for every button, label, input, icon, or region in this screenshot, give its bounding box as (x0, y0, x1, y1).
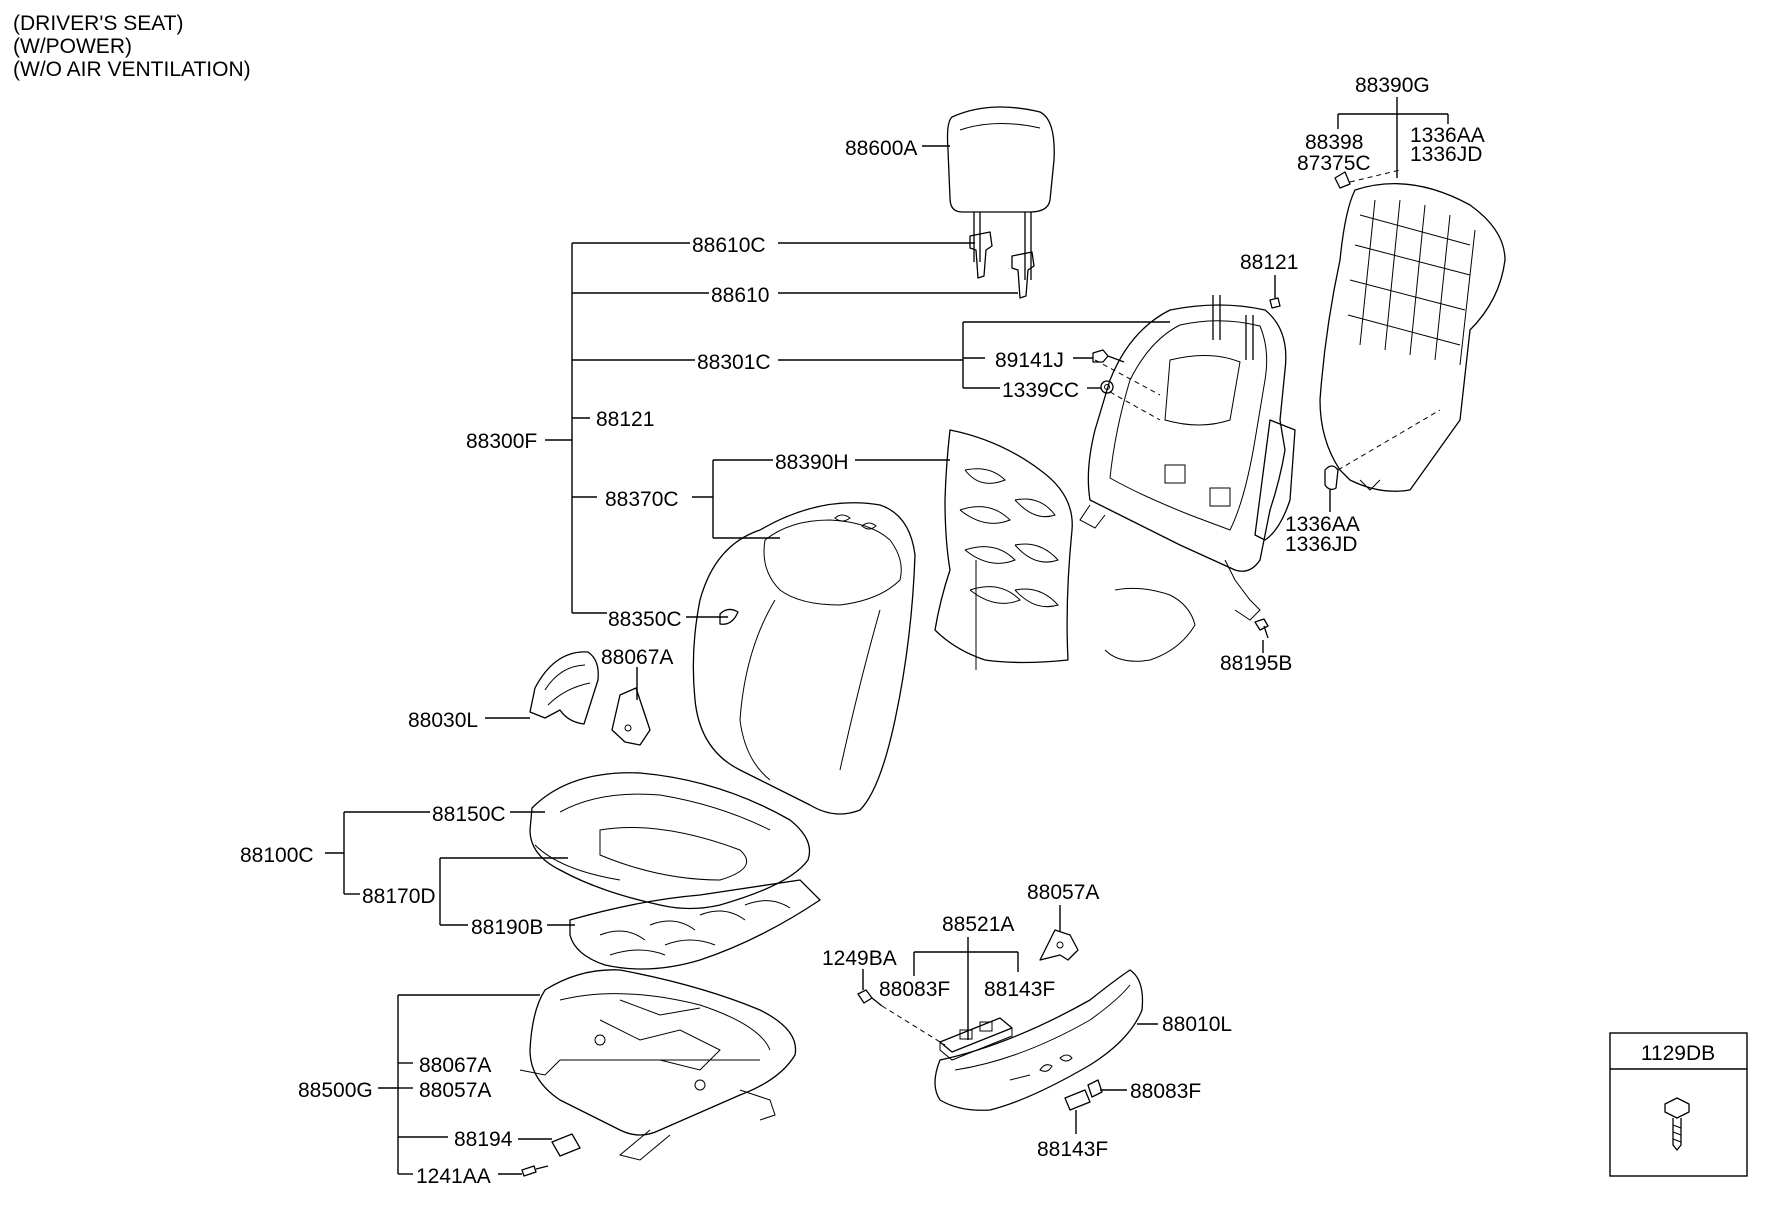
callout-88500G: 88500G (298, 1079, 373, 1102)
leader-lines (325, 97, 1449, 1175)
callout-88150C: 88150C (432, 803, 506, 826)
callout-1336AA-upper: 1336AA (1410, 124, 1485, 147)
header-note-drivers-seat: (DRIVER'S SEAT) (13, 12, 183, 35)
callout-88390G: 88390G (1355, 74, 1430, 97)
seat-cushion-drawing (529, 772, 811, 910)
fasteners-drawing (1092, 297, 1281, 639)
switch-knobs-drawing (1064, 1079, 1103, 1111)
callout-labels: 88600A 88610C 88610 88301C 88121 88300F … (240, 74, 1485, 1188)
callout-88301C: 88301C (697, 351, 771, 374)
seat-back-board-drawing (1319, 169, 1506, 492)
callout-88521A: 88521A (942, 913, 1014, 936)
bracket-88057a-drawing (1039, 929, 1079, 961)
headrest-guides-drawing (969, 231, 1035, 299)
callout-88194: 88194 (454, 1128, 513, 1151)
callout-88195B: 88195B (1220, 652, 1292, 675)
callout-88143F-upper: 88143F (984, 978, 1055, 1001)
bracket-88067a-drawing (611, 687, 651, 746)
header-note-no-air-ventilation: (W/O AIR VENTILATION) (13, 58, 251, 81)
callout-88100C: 88100C (240, 844, 314, 867)
callout-88083F-upper: 88083F (879, 978, 950, 1001)
seat-back-pad-drawing (934, 429, 1073, 670)
seat-switch-drawing (939, 1017, 1013, 1061)
callout-88067A-lower: 88067A (419, 1054, 491, 1077)
callout-88350C: 88350C (608, 608, 682, 631)
flange-bolt-icon (1664, 1097, 1690, 1151)
headrest-drawing (946, 106, 1055, 280)
callout-88370C: 88370C (605, 488, 679, 511)
callout-1339CC: 1339CC (1002, 379, 1079, 402)
callout-88600A: 88600A (845, 137, 917, 160)
callout-88057A-right: 88057A (1027, 881, 1099, 904)
side-shield-drawing (934, 969, 1144, 1111)
seat-back-frame-drawing (1079, 295, 1296, 662)
callout-89141J: 89141J (995, 349, 1064, 372)
callout-88057A-lower: 88057A (419, 1079, 491, 1102)
callout-88143F-lower: 88143F (1037, 1138, 1108, 1161)
callout-88030L: 88030L (408, 709, 478, 732)
callout-88190B: 88190B (471, 916, 543, 939)
legend-part-number: 1129DB (1641, 1042, 1715, 1065)
seat-track-frame-drawing (519, 969, 797, 1161)
callout-88390H: 88390H (775, 451, 849, 474)
callout-87375C: 87375C (1297, 152, 1371, 175)
module-88194-drawing (521, 1133, 581, 1177)
callout-1336JD-upper: 1336JD (1410, 143, 1482, 166)
header-note-power: (W/POWER) (13, 35, 132, 58)
callout-1336JD-lower: 1336JD (1285, 533, 1357, 556)
callout-88398: 88398 (1305, 131, 1363, 154)
legend-box: 1129DB (1609, 1032, 1748, 1177)
callout-88610C: 88610C (692, 234, 766, 257)
callout-1336AA-lower: 1336AA (1285, 513, 1360, 536)
callout-88121-right: 88121 (1240, 251, 1298, 274)
callout-1241AA: 1241AA (416, 1165, 491, 1188)
side-cover-drawing (529, 651, 599, 725)
cushion-pad-drawing (569, 879, 821, 970)
callout-88300F: 88300F (466, 430, 537, 453)
seat-back-cover-drawing (692, 502, 916, 815)
callout-88170D: 88170D (362, 885, 436, 908)
callout-88010L: 88010L (1162, 1013, 1232, 1036)
callout-88121-left: 88121 (596, 408, 654, 431)
callout-88083F-lower: 88083F (1130, 1080, 1201, 1103)
screw-1249ba-drawing (857, 989, 946, 1046)
callout-1249BA: 1249BA (822, 947, 897, 970)
callout-88610: 88610 (711, 284, 769, 307)
callout-88067A-upper: 88067A (601, 646, 673, 669)
